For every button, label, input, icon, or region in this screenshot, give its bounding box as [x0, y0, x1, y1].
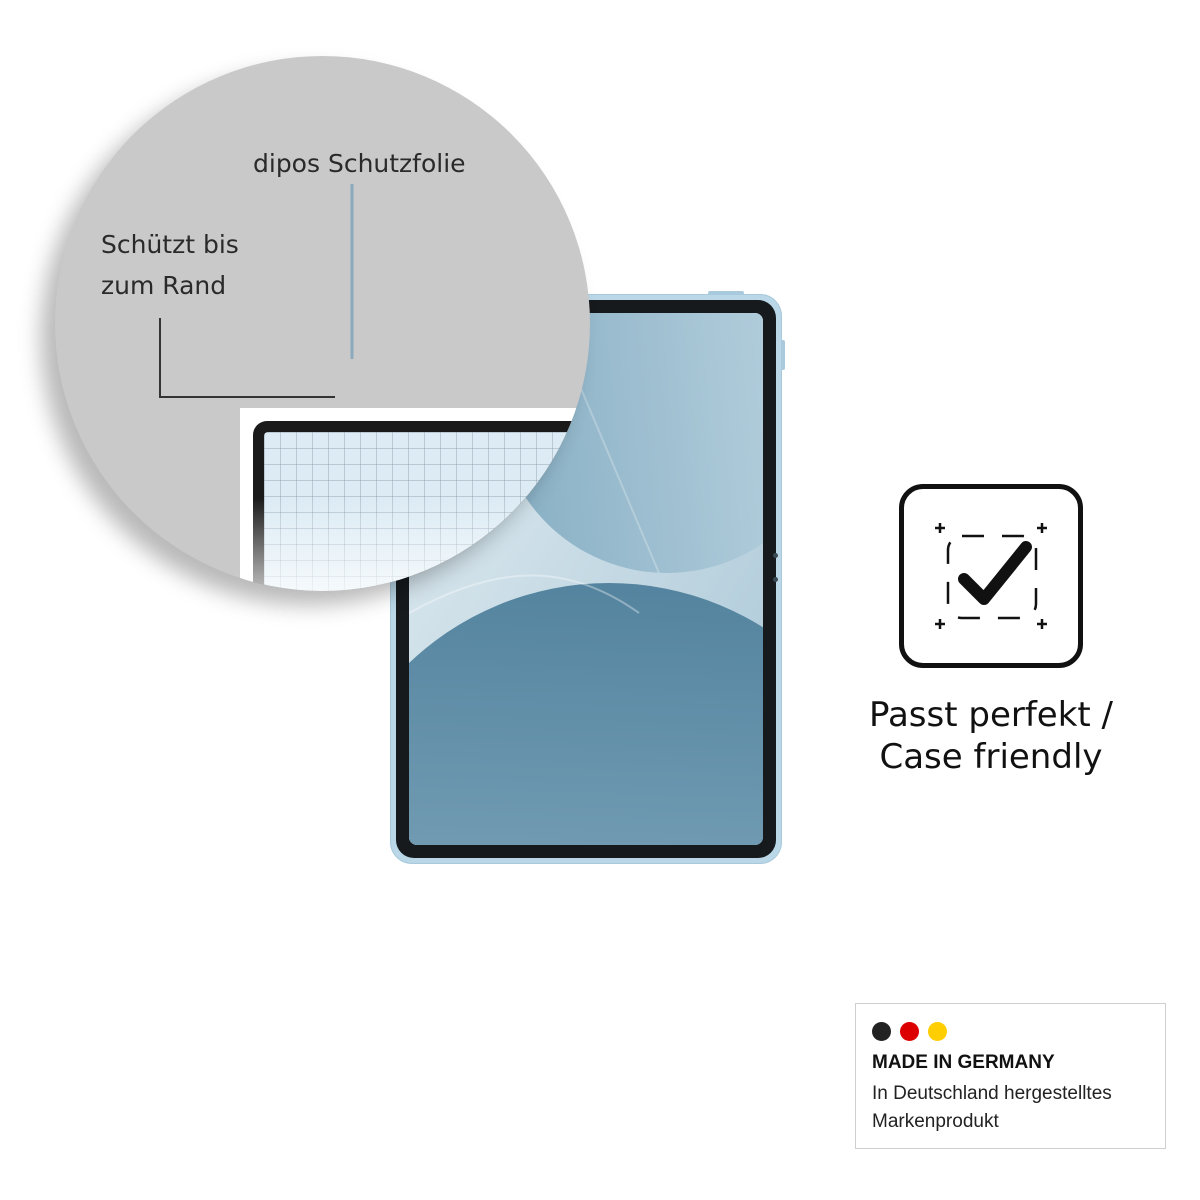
- feature-label-line1: Passt perfekt /: [868, 695, 1114, 735]
- badge-line2: Markenprodukt: [872, 1111, 999, 1132]
- fit-check-icon: [899, 484, 1083, 668]
- pointer-line-edge: [159, 318, 335, 398]
- flag-dot-red: [900, 1022, 920, 1041]
- badge-line1: In Deutschland hergestelltes: [872, 1083, 1112, 1104]
- label-protector-film: dipos Schutzfolie: [253, 149, 466, 178]
- german-flag-dots: [872, 1022, 951, 1042]
- feature-label: Passt perfekt / Case friendly: [830, 694, 1152, 778]
- feature-label-line2: Case friendly: [879, 737, 1103, 777]
- check-mark-icon: [935, 523, 1047, 629]
- zoom-magnifier: dipos Schutzfolie Schützt bis zum Rand: [55, 56, 590, 591]
- tablet-top-button: [708, 291, 744, 295]
- zoom-fade-overlay: [240, 408, 590, 591]
- flag-dot-gold: [928, 1022, 948, 1041]
- made-in-germany-badge: MADE IN GERMANY In Deutschland hergestel…: [855, 1003, 1166, 1149]
- badge-title: MADE IN GERMANY: [872, 1052, 1055, 1073]
- badge-description: In Deutschland hergestelltes Markenprodu…: [872, 1080, 1112, 1136]
- tablet-side-button: [781, 340, 785, 370]
- label-edge-line2: zum Rand: [101, 271, 227, 300]
- pointer-lines: [159, 184, 354, 398]
- camera-dot: [773, 553, 778, 558]
- check-stroke: [958, 541, 1032, 605]
- sensor-dot: [773, 577, 778, 582]
- flag-dot-black: [872, 1022, 891, 1041]
- label-edge-line1: Schützt bis: [101, 230, 239, 259]
